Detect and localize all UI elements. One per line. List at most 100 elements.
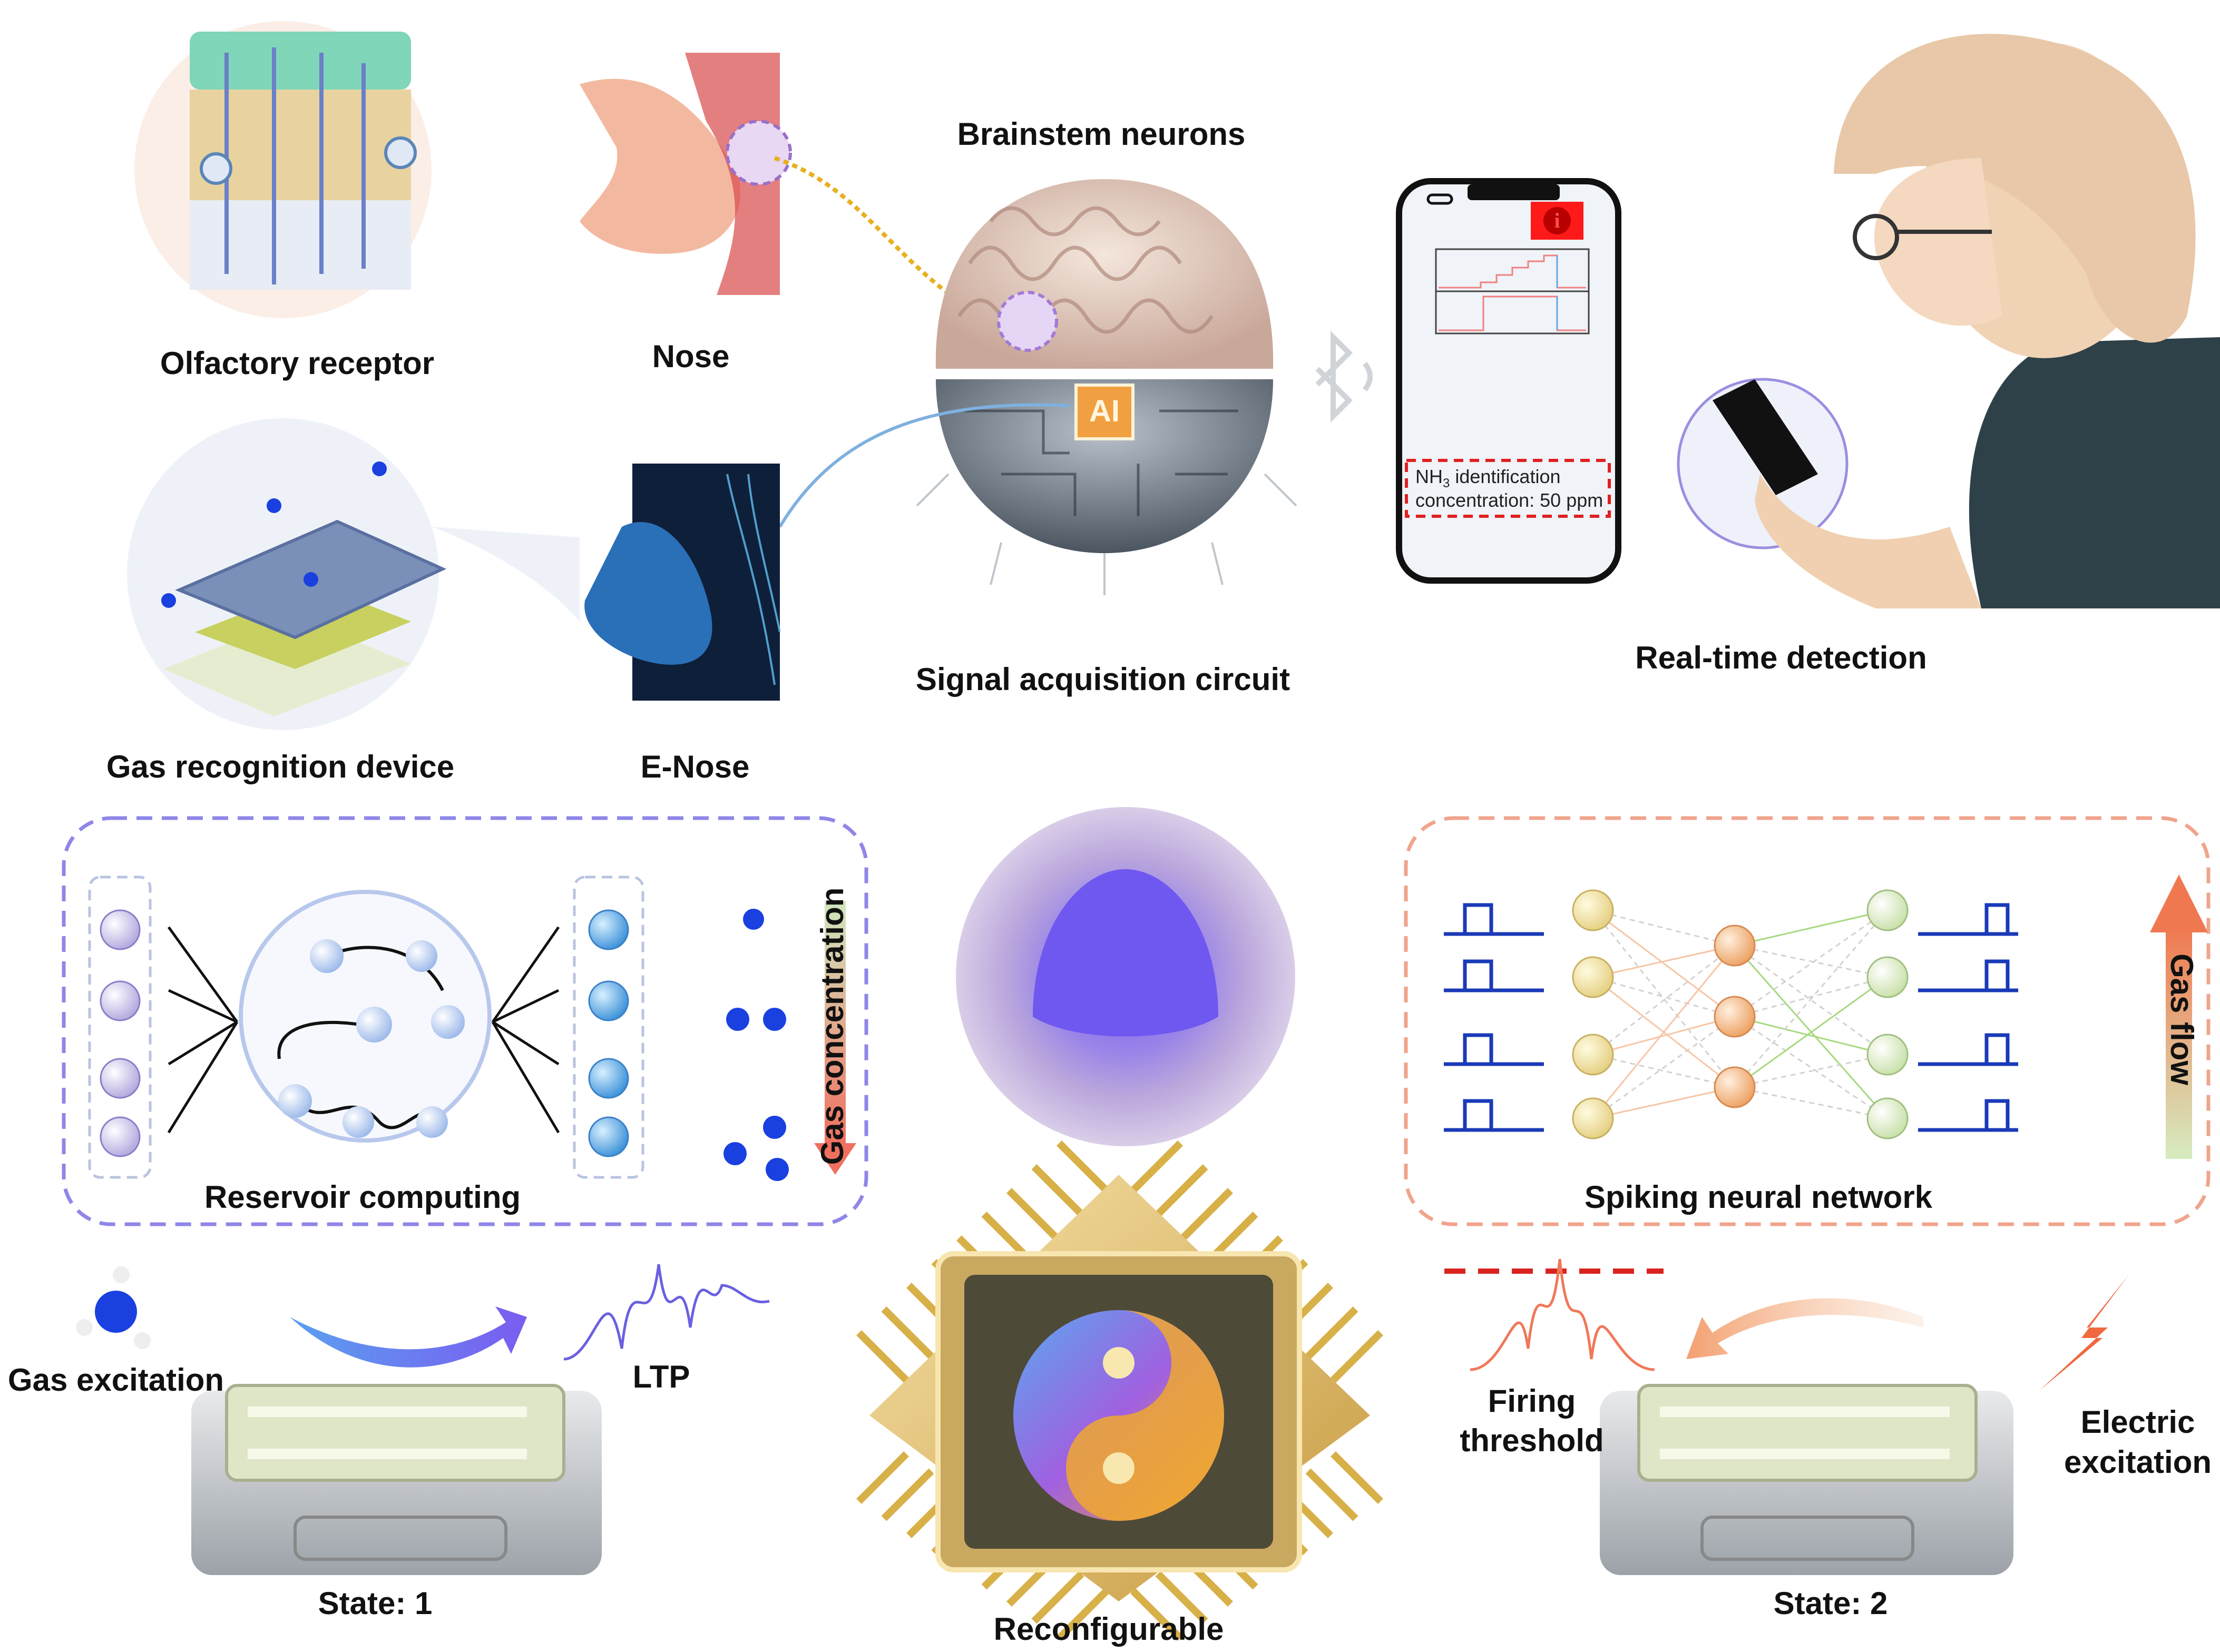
chip-pin	[1155, 1164, 1208, 1217]
chip-pin	[1006, 1188, 1059, 1241]
svg-text:i: i	[1554, 209, 1560, 232]
snn-connection	[1734, 976, 1888, 1088]
e-nose-label: E-Nose	[641, 749, 750, 784]
ammonia-molecules	[723, 909, 789, 1181]
spike-pulse	[1463, 903, 1493, 934]
chip-pin	[1305, 1306, 1358, 1359]
input-neuron	[100, 1058, 141, 1099]
input-neuron	[100, 909, 141, 950]
olfactory-receptor-illustration	[134, 21, 432, 318]
snn-output-neuron	[1866, 956, 1909, 998]
snn-output-neuron	[1866, 1097, 1909, 1139]
spike-pulse	[1984, 1099, 2010, 1130]
state-2-label: State: 2	[1774, 1586, 1888, 1621]
firing-label: Firing	[1488, 1383, 1576, 1419]
phone-mini-chart	[1435, 248, 1590, 335]
chip-pin	[1057, 1588, 1109, 1641]
reservoir-computing-label: Reservoir computing	[204, 1179, 521, 1215]
snn-hidden-neuron	[1714, 1066, 1756, 1108]
snn-connection	[1734, 945, 1888, 1056]
gas-excitation-label: Gas excitation	[8, 1362, 224, 1398]
phone-result-line-1: NH3 identification	[1415, 466, 1561, 490]
ai-chip: AI	[1074, 384, 1135, 440]
gas-flow-arrow	[2150, 874, 2208, 1159]
real-time-detection-label: Real-time detection	[1635, 640, 1926, 675]
snn-input-neuron	[1572, 956, 1614, 998]
spike-pulse	[1463, 1033, 1493, 1064]
result-box	[1405, 459, 1611, 518]
threshold-label: threshold	[1460, 1423, 1603, 1458]
snn-connection	[1734, 1086, 1888, 1119]
nose-label: Nose	[652, 339, 730, 374]
gas-excitation-arrow	[290, 1306, 527, 1368]
reconfigurable-chip	[856, 1140, 1383, 1641]
nose-illustration	[580, 53, 1002, 329]
phone-mockup: i NH3 identification concentration: 50 p…	[1396, 178, 1621, 584]
output-neuron	[588, 1116, 629, 1157]
gas-concentration-label: Gas concentration	[815, 888, 850, 1165]
snn-connection	[1734, 976, 1888, 1018]
spike-pulse	[1463, 1099, 1493, 1130]
input-neuron	[100, 1116, 141, 1157]
state-1-label: State: 1	[318, 1586, 433, 1621]
chip-pin	[1155, 1571, 1208, 1624]
snn-connection	[1592, 1016, 1735, 1119]
snn-input-neuron	[1572, 889, 1614, 931]
electric-excitation-arrow	[1686, 1298, 1923, 1359]
sensor-state-2	[1600, 1384, 2013, 1575]
chip-pin	[1031, 1571, 1084, 1624]
e-nose-illustration	[584, 464, 781, 701]
snn-output-neuron	[1866, 889, 1909, 931]
snn-connection	[1592, 945, 1736, 1119]
snn-connection	[1592, 909, 1735, 947]
ltp-label: LTP	[633, 1359, 690, 1394]
chip-pin	[1305, 1468, 1358, 1521]
chip-pin	[1331, 1451, 1383, 1504]
chip-pin	[881, 1468, 934, 1521]
gas-molecule-icon	[76, 1266, 151, 1349]
output-neuron	[588, 980, 629, 1021]
gas-flow-label: Gas flow	[2164, 953, 2199, 1085]
spiking-neural-network-panel: Gas flow Spiking neural network	[1404, 816, 2211, 1226]
spiking-neural-network-label: Spiking neural network	[1585, 1179, 1933, 1215]
spike-pulse	[1463, 959, 1493, 990]
snn-input-neuron	[1572, 1034, 1614, 1076]
snn-connection	[1592, 945, 1735, 978]
reservoir-computing-panel: Gas concentration Reservoir computing	[62, 816, 868, 1226]
snn-connection	[1592, 1086, 1735, 1119]
snn-connection	[1734, 1054, 1888, 1088]
chip-pin	[1031, 1164, 1084, 1217]
spike-pulse	[1984, 1033, 2010, 1064]
snn-connection	[1592, 1016, 1735, 1056]
spike-pulse	[1984, 903, 2010, 934]
gas-concentration-arrow	[825, 901, 846, 1143]
chip-pin	[1130, 1588, 1183, 1641]
input-neuron	[100, 980, 141, 1021]
spike-pulse	[1984, 959, 2010, 990]
chip-pin	[1180, 1188, 1233, 1241]
ai-chip-label: AI	[1089, 394, 1120, 428]
snn-hidden-neuron	[1714, 996, 1756, 1038]
brain-illustration	[935, 179, 1274, 369]
snn-connection	[1734, 909, 1888, 1018]
snn-connection	[1592, 945, 1735, 1056]
gas-recognition-device-label: Gas recognition device	[106, 749, 454, 784]
snn-connection	[1734, 910, 1889, 1088]
phone-result-line-2: concentration: 50 ppm	[1415, 489, 1603, 511]
circuit-hemisphere-illustration	[778, 379, 1297, 595]
signal-acquisition-circuit-label: Signal acquisition circuit	[916, 662, 1290, 697]
brainstem-neurons-label: Brainstem neurons	[957, 116, 1246, 152]
chip-pin	[856, 1330, 909, 1383]
snn-connection	[1592, 909, 1735, 1018]
chip-pin	[856, 1451, 909, 1504]
snn-connection	[1592, 910, 1736, 1088]
electric-label: Electric	[2081, 1404, 2195, 1440]
chip-pin	[881, 1306, 934, 1359]
chip-pin	[1057, 1140, 1109, 1193]
snn-output-neuron	[1866, 1034, 1909, 1076]
chip-pin	[1130, 1140, 1183, 1193]
output-neuron	[588, 1058, 629, 1099]
firing-waveform	[1470, 1258, 1655, 1371]
ltp-waveform	[563, 1264, 770, 1361]
